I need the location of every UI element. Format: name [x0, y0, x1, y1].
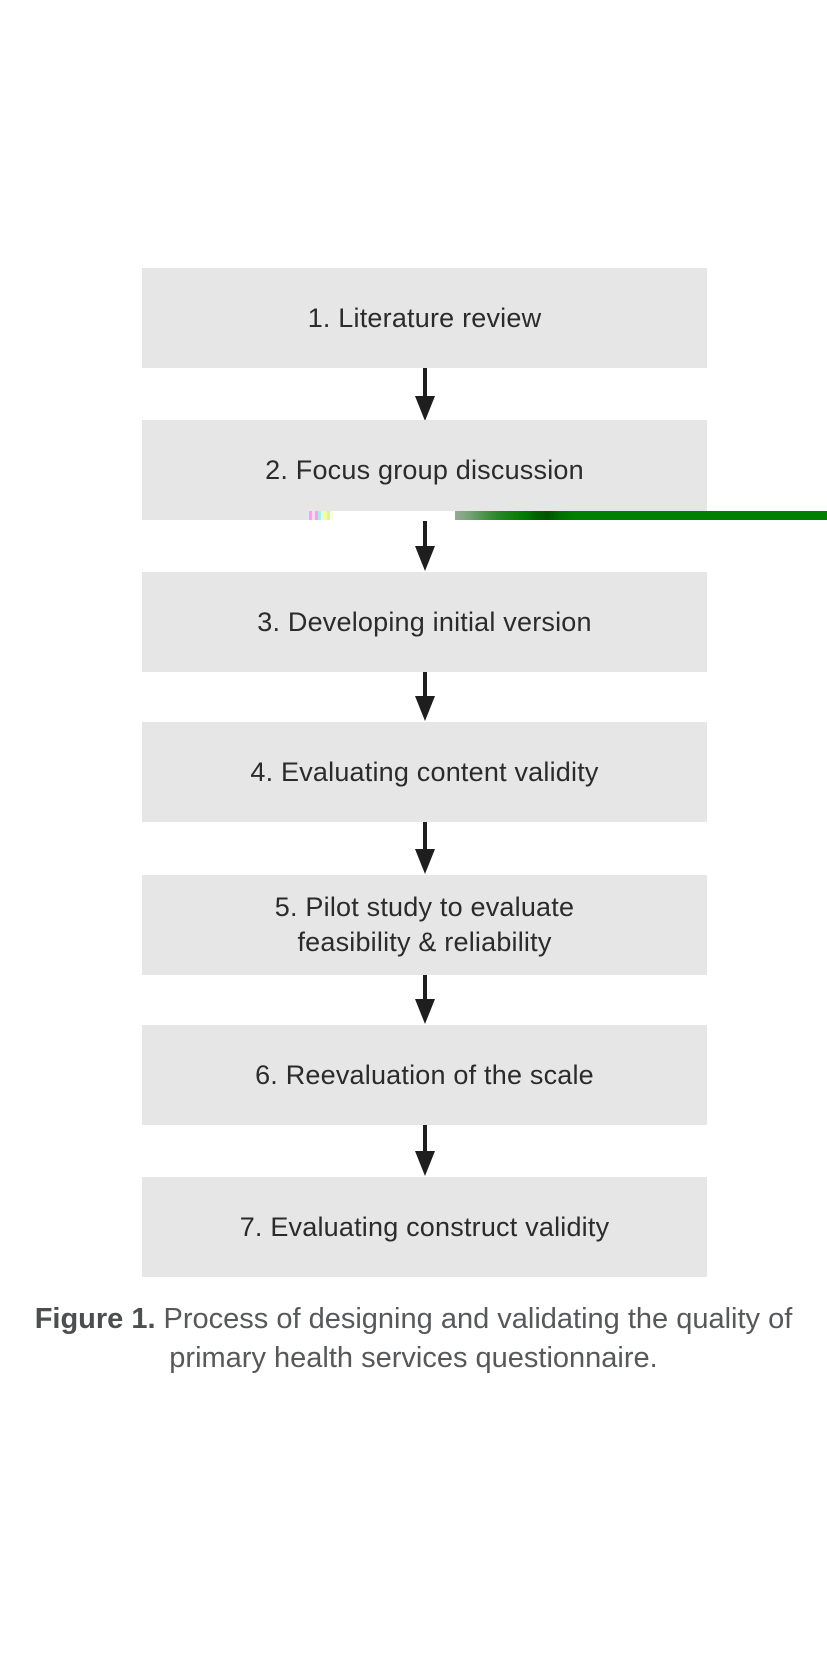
flow-step-box-1: 1. Literature review	[142, 268, 707, 368]
arrow-head-icon	[414, 1151, 435, 1176]
figure-caption-number: Figure 1.	[34, 1303, 156, 1335]
arrow-stem	[422, 975, 427, 999]
flow-step-box-4: 4. Evaluating content validity	[142, 722, 707, 822]
flow-step-label-5: 5. Pilot study to evaluate feasibility &…	[274, 892, 575, 957]
arrow-head-icon	[414, 396, 435, 421]
arrow-stem	[422, 368, 427, 396]
scan-artifact-noise-pixels	[309, 511, 333, 520]
flow-step-label-2: 2. Focus group discussion	[265, 454, 584, 485]
arrow-stem	[422, 521, 427, 546]
down-arrow-connector-6	[414, 1125, 435, 1176]
flow-step-box-3: 3. Developing initial version	[142, 572, 707, 672]
down-arrow-connector-5	[414, 975, 435, 1024]
flow-step-box-7: 7. Evaluating construct validity	[142, 1177, 707, 1277]
down-arrow-connector-3	[414, 672, 435, 721]
arrow-head-icon	[414, 849, 435, 874]
flow-step-label-1: 1. Literature review	[307, 302, 542, 333]
flow-step-label-4: 4. Evaluating content validity	[250, 756, 599, 787]
arrow-head-icon	[414, 999, 435, 1024]
flow-step-label-3: 3. Developing initial version	[257, 606, 592, 637]
down-arrow-connector-2	[414, 521, 435, 571]
scan-artifact-white-band	[311, 511, 457, 520]
arrow-stem	[422, 1125, 427, 1151]
flow-step-box-2: 2. Focus group discussion	[142, 420, 707, 520]
figure-caption: Figure 1.Process of designing and valida…	[0, 1300, 827, 1378]
flow-step-label-7: 7. Evaluating construct validity	[239, 1211, 610, 1242]
arrow-head-icon	[414, 696, 435, 721]
scan-artifact-green-streak	[455, 511, 827, 520]
flow-step-box-6: 6. Reevaluation of the scale	[142, 1025, 707, 1125]
figure-caption-text: Process of designing and validating the …	[163, 1303, 793, 1374]
arrow-stem	[422, 822, 427, 849]
down-arrow-connector-4	[414, 822, 435, 874]
flow-step-box-5: 5. Pilot study to evaluate feasibility &…	[142, 875, 707, 975]
down-arrow-connector-1	[414, 368, 435, 421]
flow-step-label-6: 6. Reevaluation of the scale	[255, 1059, 594, 1090]
arrow-head-icon	[414, 546, 435, 571]
arrow-stem	[422, 672, 427, 696]
